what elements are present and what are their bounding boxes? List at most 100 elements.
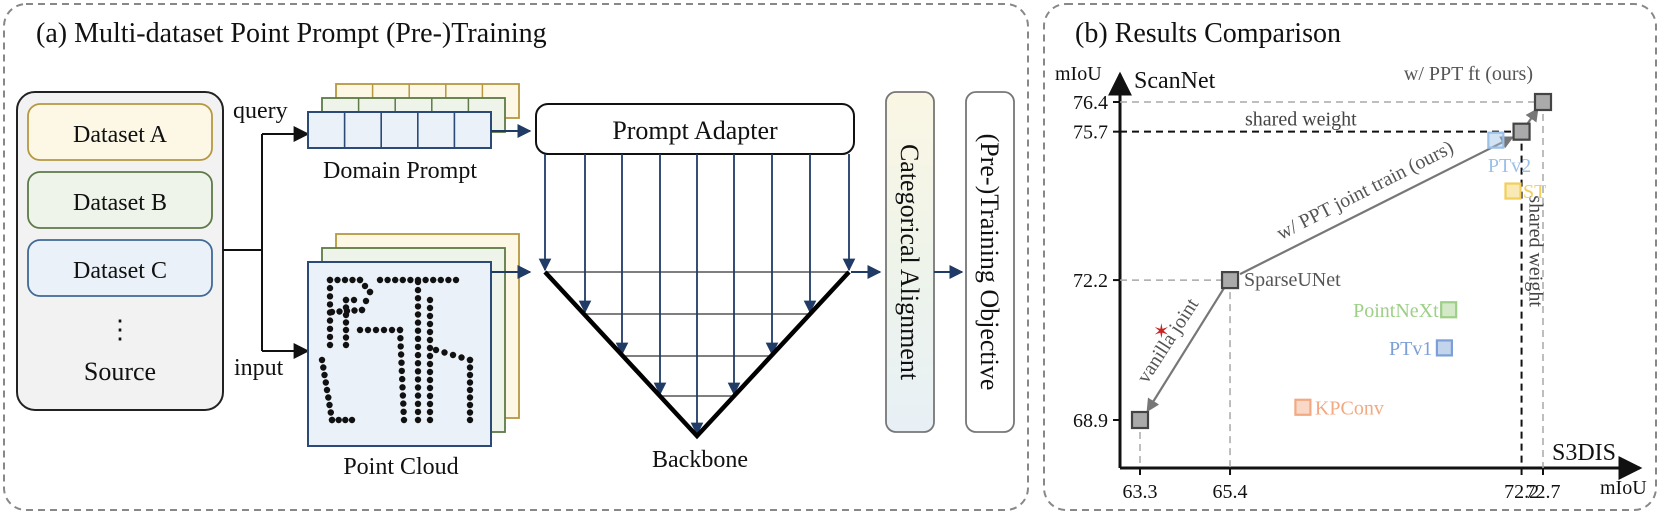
point-cloud-dot	[426, 408, 434, 416]
point-cloud-dot	[414, 384, 422, 391]
point-cloud-dot	[398, 367, 405, 375]
point-cloud-dot	[445, 276, 452, 284]
point-marker	[1435, 339, 1453, 357]
point-marker	[1130, 410, 1150, 430]
point-cloud-dot	[400, 416, 408, 424]
point-cloud-dot	[466, 401, 474, 409]
point-cloud-dot	[397, 343, 404, 350]
x-tick-label: 65.4	[1213, 481, 1248, 503]
point-cloud-dot	[426, 304, 434, 312]
x-tick-label: 63.3	[1123, 481, 1158, 503]
point-cloud-dot	[388, 326, 396, 334]
point-cloud-dot	[335, 416, 342, 424]
point-cloud-dot	[426, 312, 434, 320]
point-cloud-dot	[466, 356, 474, 364]
adapter-injection-arrows	[538, 154, 856, 436]
point-cloud-dot	[361, 282, 369, 290]
point-cloud-dot	[326, 401, 333, 409]
x-tick-label: 72.2	[1504, 481, 1539, 503]
point-cloud-dot	[399, 276, 406, 284]
point-cloud-dot	[426, 376, 434, 384]
input-label: input	[234, 355, 284, 381]
y-axis-name: ScanNet	[1134, 68, 1216, 94]
point-cloud-dot	[326, 293, 334, 300]
point-cloud-dot	[399, 375, 406, 383]
point-cloud-stack	[307, 233, 520, 447]
point-cloud-dot	[348, 416, 356, 424]
point-cloud-dot	[342, 416, 349, 424]
point-cloud-dot	[426, 352, 434, 360]
y-tick-label: 68.9	[1073, 410, 1108, 432]
point-label: PTv2	[1488, 155, 1531, 177]
source-box: Dataset A Dataset B Dataset C ⋮ Source	[16, 91, 224, 411]
backbone-v-shape	[543, 270, 851, 440]
ppt-joint-label: w/ PPT joint train (ours)	[1273, 136, 1457, 244]
point-cloud-dot	[414, 392, 422, 399]
domain-prompt-label: Domain Prompt	[323, 158, 477, 184]
point-cloud-dot	[432, 346, 440, 354]
point-cloud-dot	[398, 359, 405, 366]
point-cloud-dot	[396, 326, 404, 334]
point-cloud-dot	[466, 394, 474, 401]
point-cloud-dot	[336, 308, 343, 315]
point-cloud-dot	[342, 341, 350, 349]
point-cloud-dot	[449, 351, 457, 359]
point-cloud-dot	[426, 416, 434, 424]
point-cloud-dot	[349, 276, 356, 284]
point-cloud-dot	[466, 364, 474, 371]
point-cloud-dot	[426, 360, 434, 368]
source-label: Source	[84, 357, 156, 386]
backbone-label: Backbone	[652, 447, 748, 473]
point-cloud-dots	[318, 276, 474, 424]
point-cloud-dot	[414, 351, 422, 359]
point-cloud-dot	[328, 308, 336, 316]
point-cloud-dot	[414, 376, 422, 383]
point-label: PointNeXt	[1353, 300, 1439, 322]
point-cloud-dot	[327, 409, 334, 416]
point-cloud-dot	[397, 335, 404, 342]
panel-b-frame	[1043, 3, 1657, 511]
point-cloud-dot	[334, 276, 341, 284]
point-cloud-label: Point Cloud	[343, 454, 458, 480]
point-cloud-dot	[407, 276, 414, 284]
point-label: PTv1	[1389, 338, 1432, 360]
training-objective-box: (Pre-)Training Objective	[965, 91, 1015, 433]
point-cloud-dot	[326, 341, 334, 349]
point-label: w/ PPT ft (ours)	[1404, 63, 1533, 85]
point-cloud-dot	[466, 371, 474, 379]
backbone: Backbone	[538, 154, 856, 473]
point-cloud-dot	[466, 416, 474, 424]
point-marker	[1533, 92, 1553, 112]
point-cloud-dot	[426, 336, 434, 344]
point-cloud-dot	[441, 349, 448, 356]
point-cloud-dot	[351, 307, 358, 314]
point-cloud-dot	[426, 320, 434, 328]
point-cloud-dot	[466, 386, 474, 394]
ppt-ft-arrow	[1525, 107, 1539, 125]
point-cloud-dot	[358, 306, 366, 314]
point-cloud-dot	[376, 276, 384, 284]
point-cloud-dot	[342, 296, 350, 304]
point-cloud-dot	[397, 351, 405, 358]
point-cloud-dot	[414, 368, 422, 375]
panel-a-title: (a) Multi-dataset Point Prompt (Pre-)Tra…	[36, 18, 547, 49]
x-tick-label: 72.7	[1526, 481, 1561, 503]
point-cloud-dot	[356, 326, 364, 334]
point-cloud-dot	[320, 364, 327, 371]
training-objective-label: (Pre-)Training Objective	[975, 134, 1004, 391]
point-cloud-dot	[414, 335, 422, 342]
prompt-adapter: Prompt Adapter	[535, 103, 855, 155]
y-tick-label: 76.4	[1073, 92, 1108, 114]
point-cloud-dot	[466, 379, 474, 386]
point-cloud-dot	[422, 276, 429, 284]
dataset-c-label: Dataset C	[73, 258, 167, 284]
point-label: ST	[1523, 181, 1546, 203]
point-cloud-dot	[430, 276, 437, 284]
query-label: query	[233, 98, 288, 124]
point-cloud-dot	[342, 334, 350, 341]
y-axis-unit: mIoU	[1055, 63, 1102, 85]
dataset-a: Dataset A	[27, 103, 213, 161]
point-cloud-dot	[364, 326, 372, 334]
